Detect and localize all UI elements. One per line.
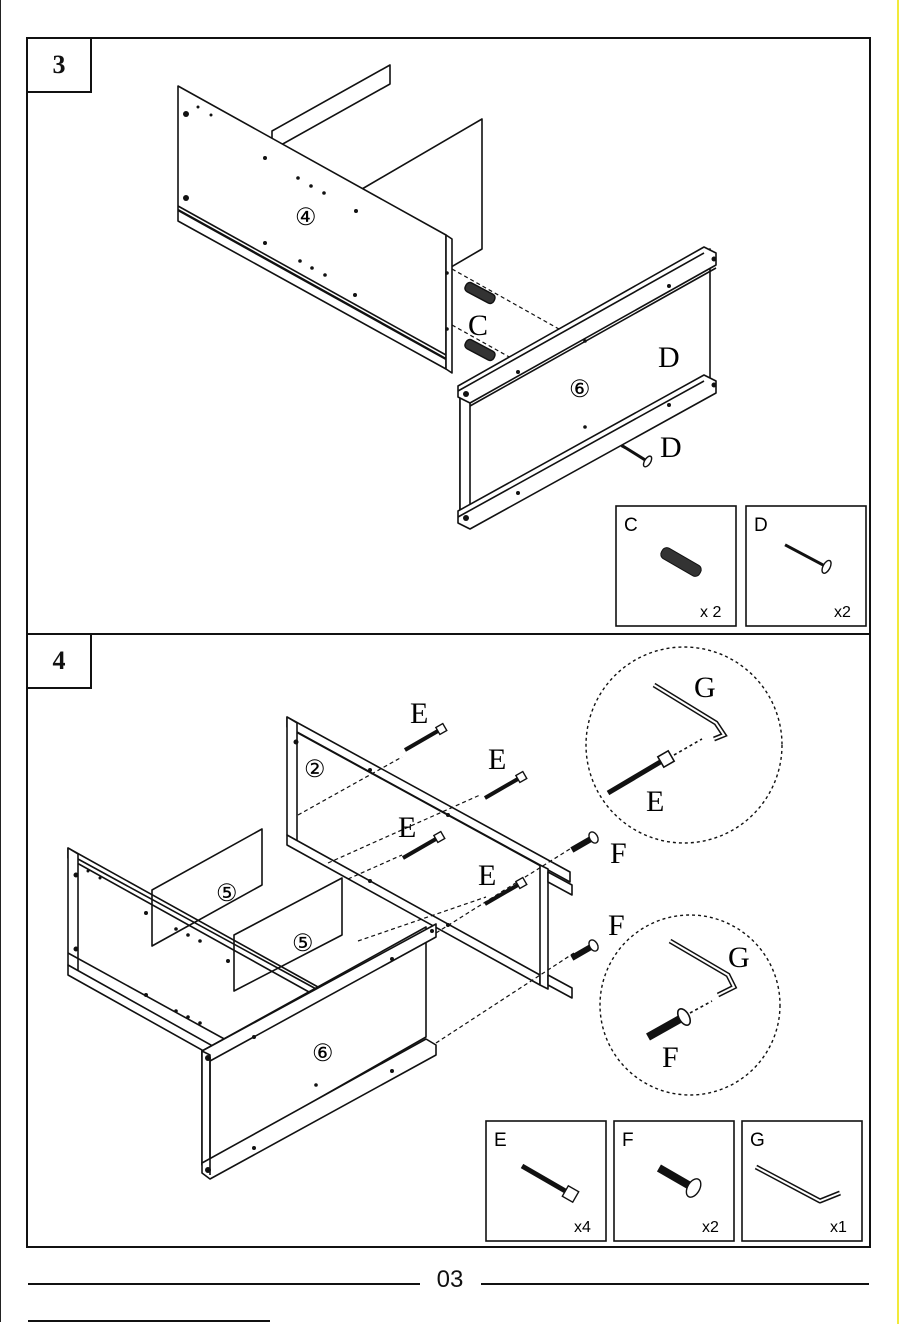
step-3-drawing: ④ ⑥ C D D C x 2 D x2 <box>28 39 873 637</box>
detail-2-key-label: G <box>728 941 750 974</box>
footer-rule-left <box>28 1283 420 1285</box>
panel-4-label: ④ <box>295 205 317 231</box>
parts-box-g: G x1 <box>742 1121 862 1241</box>
part-d-letter: D <box>754 515 768 536</box>
page-number: 03 <box>420 1266 480 1294</box>
parts-box-c: C x 2 <box>616 506 736 626</box>
part-d-qty: x2 <box>834 604 851 621</box>
step-4-drawing: ② ⑤ ⑤ ⑥ E E E E F F G E G F E x4 F <box>28 635 873 1250</box>
part-g-qty: x1 <box>830 1219 847 1236</box>
part-e-letter: E <box>494 1130 507 1151</box>
cam-label-1: F <box>610 837 627 870</box>
part-g-letter: G <box>750 1130 765 1151</box>
part-e-qty: x4 <box>574 1219 591 1236</box>
parts-box-f: F x2 <box>614 1121 734 1241</box>
divider-panel <box>272 65 390 150</box>
shelf-5-label-2: ⑤ <box>292 931 314 957</box>
detail-1-key-label: G <box>694 671 716 704</box>
screw-label-1: D <box>658 341 680 374</box>
part-f-letter: F <box>622 1130 634 1151</box>
detail-2-bolt-label: F <box>662 1041 679 1074</box>
cam-label-2: F <box>608 909 625 942</box>
step-4-panel: ② ⑤ ⑤ ⑥ E E E E F F G E G F E x4 F <box>26 633 871 1248</box>
bolt-label-2: E <box>488 743 506 776</box>
screw-label-2: D <box>660 431 682 464</box>
part-f-qty: x2 <box>702 1219 719 1236</box>
shelf-5-label-1: ⑤ <box>216 881 238 907</box>
step-3-panel: ④ ⑥ C D D C x 2 D x2 3 <box>26 37 871 635</box>
part-c-letter: C <box>624 515 638 536</box>
dowel-label: C <box>468 309 488 342</box>
panel-6-label: ⑥ <box>569 377 591 403</box>
bottom-rule <box>28 1320 270 1322</box>
bolt-label-4: E <box>478 859 496 892</box>
parts-box-e: E x4 <box>486 1121 606 1241</box>
part-c-qty: x 2 <box>700 604 721 621</box>
detail-circle-1 <box>586 647 782 843</box>
bolt-label-3: E <box>398 811 416 844</box>
bolt-label-1: E <box>410 697 428 730</box>
side-6-label: ⑥ <box>312 1041 334 1067</box>
detail-1-bolt-label: E <box>646 785 664 818</box>
parts-box-d: D x2 <box>746 506 866 626</box>
step-number: 4 <box>28 635 92 689</box>
footer-rule-right <box>481 1283 869 1285</box>
frame-2-label: ② <box>304 757 326 783</box>
step-number: 3 <box>28 39 92 93</box>
detail-circle-2 <box>600 915 780 1095</box>
